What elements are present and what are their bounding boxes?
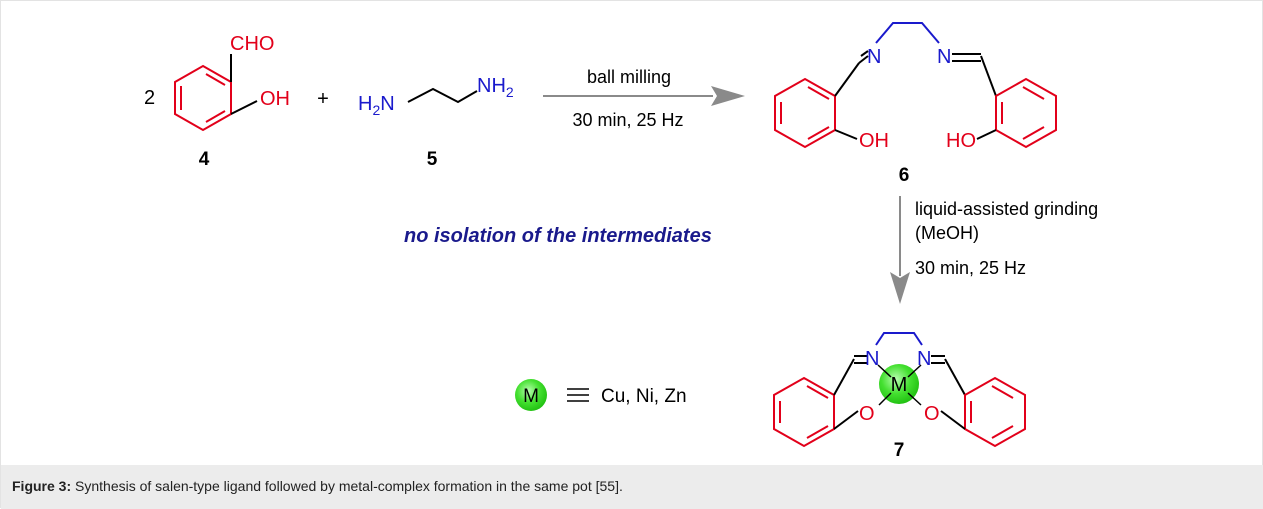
note-no-isolation: no isolation of the intermediates [404,225,712,247]
ethylene-bridge-7 [875,332,923,346]
condition-time-freq-1: 30 min, 25 Hz [572,110,683,130]
oh-group-4: OH [260,88,290,110]
n-right-6: N [937,46,951,68]
o-right-7: O [924,403,940,425]
compound-7: N N M O O 7 [773,332,1026,461]
condition-lag: liquid-assisted grinding [915,199,1098,219]
label-4: 4 [199,149,210,170]
benzene-ring-6-right [995,77,1057,149]
o-left-7: O [859,403,875,425]
compound-6: N N OH HO 6 [774,22,1057,186]
cho-group: CHO [230,33,274,55]
n-left-7: N [865,348,879,370]
coefficient-2: 2 [144,87,155,109]
compound-5: H2N NH2 5 [358,75,514,170]
benzene-ring-7-left [773,376,835,448]
metal-legend: M Cu, Ni, Zn [515,379,687,411]
metal-center-symbol: M [891,374,908,396]
ethylene-chain-5 [407,87,478,104]
n-left-6: N [867,46,881,68]
benzene-ring-6-left [774,77,836,149]
label-5: 5 [427,149,438,170]
metal-list: Cu, Ni, Zn [601,386,687,407]
ho-right-6: HO [946,130,976,152]
reaction-arrow-1: ball milling 30 min, 25 Hz [543,67,745,130]
condition-meoh: (MeOH) [915,223,979,243]
benzene-ring-7-right [964,376,1026,448]
reaction-scheme: 2 CHO OH 4 + H2N NH2 5 ball milling 30 m… [144,22,1098,461]
h2n-group: H2N [358,93,395,118]
coordination-bonds [877,364,922,406]
figure-caption: Figure 3: Synthesis of salen-type ligand… [1,465,1263,509]
n-right-7: N [917,348,931,370]
compound-4: 2 CHO OH 4 [144,33,290,170]
caption-label: Figure 3: [12,478,72,494]
caption-text: Synthesis of salen-type ligand followed … [71,478,623,494]
ethylene-bridge-6 [875,22,940,44]
nh2-group: NH2 [477,75,514,100]
metal-legend-icon [515,379,547,411]
oh-left-6: OH [859,130,889,152]
label-7: 7 [894,440,905,461]
condition-ball-milling: ball milling [587,67,671,87]
plus-sign: + [317,88,329,110]
equivalence-sign [567,388,589,402]
benzene-ring-4 [174,64,232,132]
metal-legend-symbol: M [523,386,539,407]
label-6: 6 [899,165,910,186]
reaction-arrow-2: liquid-assisted grinding (MeOH) 30 min, … [890,196,1098,304]
bond-oh-4 [230,100,258,115]
condition-time-freq-2: 30 min, 25 Hz [915,258,1026,278]
